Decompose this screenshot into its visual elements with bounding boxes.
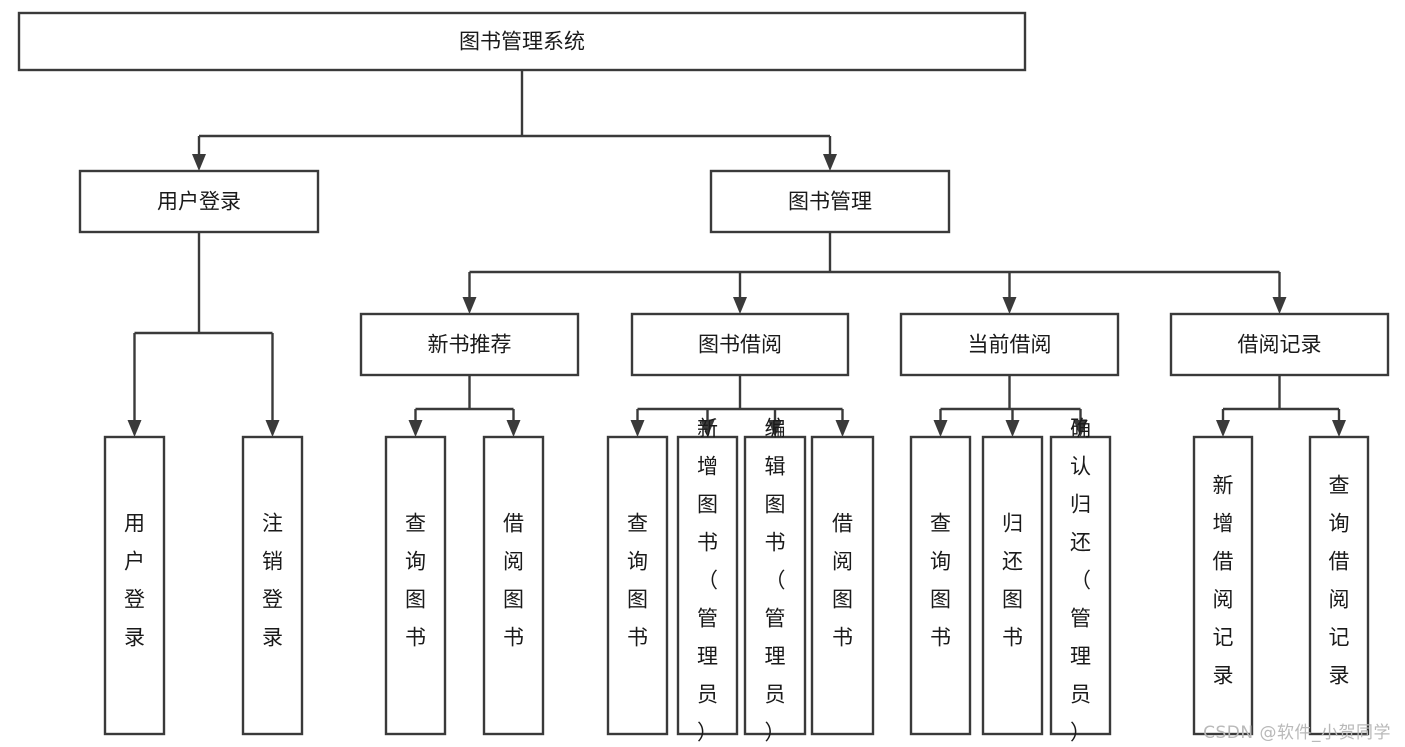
arrowhead (1216, 420, 1230, 437)
node-box-borrow-record[interactable] (1169, 312, 1390, 377)
node-leaf-add-borrow-record[interactable]: 新增借阅记录 (1192, 435, 1254, 736)
arrowhead (700, 420, 715, 437)
arrowhead (823, 154, 837, 171)
node-box-root[interactable] (17, 11, 1027, 72)
node-leaf-add-book-admin[interactable]: 新增图书（管理员） (676, 417, 739, 745)
node-root[interactable]: 图书管理系统 (17, 11, 1027, 72)
arrowhead (192, 154, 206, 171)
node-box-leaf-query-borrow-record[interactable] (1308, 435, 1370, 736)
node-leaf-confirm-return-admin[interactable]: 确认归还（管理员） (1049, 417, 1112, 745)
node-label-current-borrow: 当前借阅 (968, 333, 1052, 357)
node-user-login[interactable]: 用户登录 (78, 169, 320, 234)
node-box-leaf-logout[interactable] (241, 435, 304, 736)
arrowhead (733, 297, 747, 314)
node-leaf-query-book-borrow[interactable]: 查询图书 (606, 435, 669, 736)
arrowhead (1005, 420, 1020, 437)
node-label-leaf-query-borrow-record: 查询借阅记录 (1329, 474, 1350, 688)
node-box-leaf-confirm-return-admin[interactable] (1049, 435, 1112, 736)
node-label-book-borrow: 图书借阅 (698, 333, 782, 357)
node-book-borrow[interactable]: 图书借阅 (630, 312, 850, 377)
node-box-user-login[interactable] (78, 169, 320, 234)
node-label-leaf-logout: 注销登录 (262, 512, 283, 650)
arrowhead (835, 420, 850, 437)
node-layer: 图书管理系统用户登录图书管理新书推荐图书借阅当前借阅借阅记录用户登录注销登录查询… (17, 11, 1390, 745)
arrowhead (1073, 420, 1088, 437)
node-label-borrow-record: 借阅记录 (1238, 333, 1322, 357)
node-leaf-query-book-rec[interactable]: 查询图书 (384, 435, 447, 736)
node-label-leaf-confirm-return-admin: 确认归还（管理员） (1070, 417, 1091, 745)
arrowhead (1272, 297, 1287, 314)
node-box-book-borrow[interactable] (630, 312, 850, 377)
arrowhead (933, 420, 948, 437)
node-box-leaf-borrow-book[interactable] (810, 435, 875, 736)
node-box-current-borrow[interactable] (899, 312, 1120, 377)
arrowhead (630, 420, 645, 437)
arrowhead (408, 420, 423, 437)
node-label-book-manage: 图书管理 (788, 190, 872, 214)
node-label-user-login: 用户登录 (157, 190, 241, 214)
node-leaf-query-book-current[interactable]: 查询图书 (909, 435, 972, 736)
node-leaf-borrow-book[interactable]: 借阅图书 (810, 435, 875, 736)
arrowhead (127, 420, 142, 437)
node-box-leaf-add-book-admin[interactable] (676, 435, 739, 736)
node-label-leaf-borrow-book-rec: 借阅图书 (503, 512, 524, 650)
node-label-leaf-add-book-admin: 新增图书（管理员） (697, 417, 718, 745)
node-label-leaf-borrow-book: 借阅图书 (832, 512, 853, 650)
node-box-leaf-query-book-current[interactable] (909, 435, 972, 736)
node-box-leaf-borrow-book-rec[interactable] (482, 435, 545, 736)
node-label-leaf-return-book: 归还图书 (1002, 512, 1023, 650)
node-leaf-logout[interactable]: 注销登录 (241, 435, 304, 736)
arrowhead (1002, 297, 1017, 314)
node-box-book-manage[interactable] (709, 169, 951, 234)
node-label-leaf-add-borrow-record: 新增借阅记录 (1213, 474, 1234, 688)
node-box-leaf-query-book-borrow[interactable] (606, 435, 669, 736)
node-box-leaf-user-login[interactable] (103, 435, 166, 736)
watermark-text: CSDN @软件_小贺同学 (1203, 723, 1391, 743)
arrowhead (462, 297, 477, 314)
node-label-leaf-query-book-rec: 查询图书 (405, 512, 426, 650)
node-label-new-book-recommend: 新书推荐 (428, 333, 512, 357)
arrowhead (768, 420, 782, 437)
node-label-leaf-user-login: 用户登录 (124, 512, 145, 650)
node-book-manage[interactable]: 图书管理 (709, 169, 951, 234)
node-leaf-query-borrow-record[interactable]: 查询借阅记录 (1308, 435, 1370, 736)
node-box-new-book-recommend[interactable] (359, 312, 580, 377)
node-label-leaf-query-book-borrow: 查询图书 (627, 512, 648, 650)
node-current-borrow[interactable]: 当前借阅 (899, 312, 1120, 377)
node-borrow-record[interactable]: 借阅记录 (1169, 312, 1390, 377)
connector-layer (127, 70, 1346, 437)
node-label-leaf-query-book-current: 查询图书 (930, 512, 951, 650)
arrowhead (1332, 420, 1346, 437)
node-box-leaf-return-book[interactable] (981, 435, 1044, 736)
node-box-leaf-query-book-rec[interactable] (384, 435, 447, 736)
node-new-book-recommend[interactable]: 新书推荐 (359, 312, 580, 377)
node-leaf-edit-book-admin[interactable]: 编辑图书（管理员） (743, 417, 807, 745)
node-box-leaf-add-borrow-record[interactable] (1192, 435, 1254, 736)
node-label-leaf-edit-book-admin: 编辑图书（管理员） (765, 417, 786, 745)
arrowhead (265, 420, 280, 437)
arrowhead (506, 420, 521, 437)
node-box-leaf-edit-book-admin[interactable] (743, 435, 807, 736)
node-leaf-return-book[interactable]: 归还图书 (981, 435, 1044, 736)
node-leaf-user-login[interactable]: 用户登录 (103, 435, 166, 736)
node-label-root: 图书管理系统 (459, 30, 585, 54)
node-leaf-borrow-book-rec[interactable]: 借阅图书 (482, 435, 545, 736)
